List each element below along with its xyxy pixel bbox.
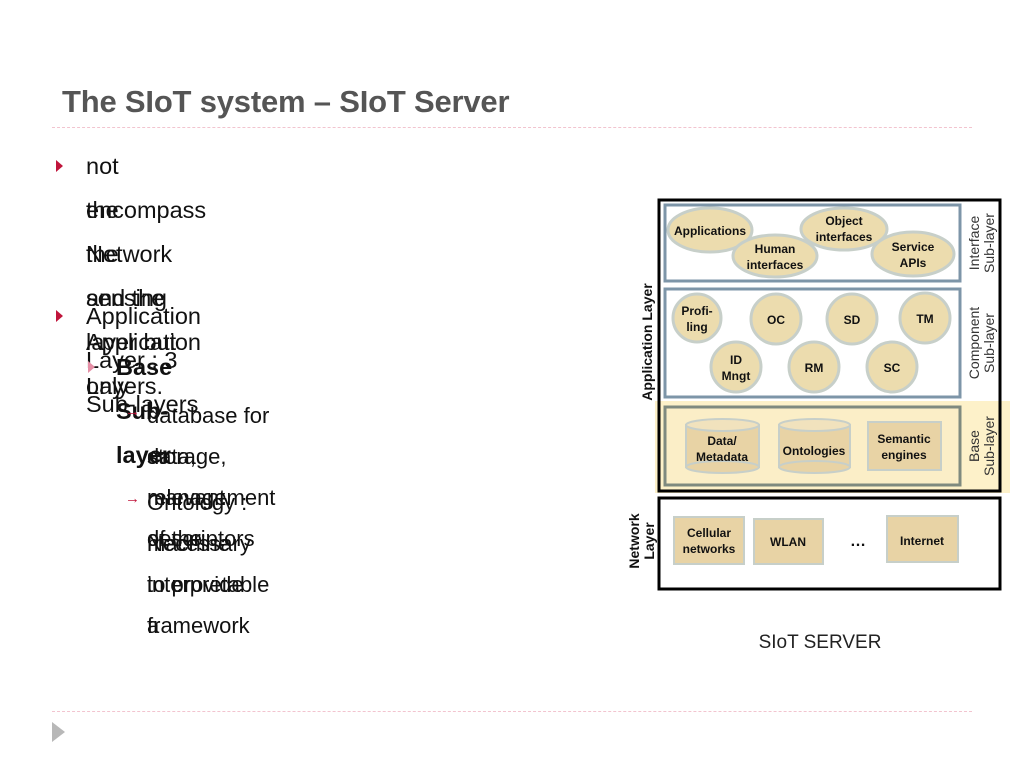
semantic-engines-label: engines [881,448,927,462]
data-metadata-label: Data/ [707,434,737,448]
internet-label: Internet [900,534,944,548]
diagram-caption: SIoT SERVER [759,632,882,653]
profiling-label: ling [686,320,707,334]
network-layer-label: Layer [641,522,657,560]
wlan-box [753,518,824,565]
ontologies-cylinder [778,418,851,474]
arrow-marker-icon: → [125,490,140,507]
application-layer-label: Application Layer [639,283,655,401]
sc-label: SC [884,361,901,375]
arrow-marker-icon: → [125,403,140,420]
id-mngt-label: Mngt [722,369,751,383]
cellular-networks-box [673,516,745,565]
oc-label: OC [767,313,785,327]
interface-ellipses [666,206,956,279]
rm-label: RM [805,361,824,375]
bullet-line: the Network and the Application Layers. [86,197,201,399]
tm-circle [898,291,952,345]
interface-sublayer-label: Sub-layer [981,213,997,273]
title-divider [52,127,972,128]
tm-label: TM [916,312,933,326]
profiling-circle [671,292,723,344]
cellular-networks-label: networks [683,542,736,556]
slide-title: The SIoT system – SIoT Server [62,84,510,119]
semantic-engines-label: Semantic [877,432,931,446]
id-mngt-label: ID [730,353,742,367]
ontologies-label: Ontologies [783,444,846,458]
bullet-line: not encompass the sensing layer but only [86,153,207,399]
oc-circle [749,292,803,346]
sd-label: SD [844,313,861,327]
bullet-line: Application Layer : 3 Sub-layers [86,303,201,417]
id-mngt-circle [709,340,763,394]
ellipsis-label: … [850,533,866,550]
object-interfaces-label: Object [825,214,862,228]
human-interfaces-label: Human [755,242,796,256]
human-interfaces-label: interfaces [747,258,804,272]
component-sublayer-label: Sub-layer [981,313,997,373]
service-apis-label: APIs [900,256,927,270]
network-layer-label: Network [626,513,642,568]
rm-circle [787,340,841,394]
data-metadata-cylinder [685,418,760,474]
bullet-line: data, relevant descriptors [147,444,255,551]
bullet-line: machine interpretable framework [147,531,270,638]
sc-circle [865,340,919,394]
applications-label: Applications [674,224,746,238]
network-boxes [673,515,959,565]
human-interfaces-ellipse [731,233,819,279]
bullet-marker-icon [56,160,63,172]
service-apis-ellipse [870,230,956,278]
bullet-marker-icon [56,310,63,322]
base-sublayer-label: Sub-layer [981,416,997,476]
siot-server-diagram: Applications Human interfaces Object int… [626,198,1010,653]
component-sublayer-label: Component [966,307,982,379]
data-metadata-label: Metadata [696,450,748,464]
object-interfaces-ellipse [799,206,889,252]
application-layer-box [657,198,1002,493]
semantic-engines-box [867,421,942,471]
cellular-networks-label: Cellular [687,526,731,540]
sub-bullet-marker-icon [88,361,95,373]
profiling-label: Profi- [681,304,712,318]
component-circles [671,291,952,394]
base-sublayer-label: Base [966,430,982,462]
object-interfaces-label: interfaces [816,230,873,244]
footer-divider [52,711,972,712]
next-slide-arrow-icon[interactable] [52,722,65,742]
internet-box [886,515,959,563]
bullet-line: Ontology : Necessary to provide a [147,490,251,638]
bullet-line: database for storage, management of the [147,403,276,551]
bullet-line-bold: Base Sub-layer [116,354,173,468]
sd-circle [825,292,879,346]
interface-sublayer-label: Interface [966,216,982,271]
service-apis-label: Service [892,240,935,254]
base-cylinders [685,418,942,474]
wlan-label: WLAN [770,535,806,549]
applications-ellipse [666,206,754,254]
